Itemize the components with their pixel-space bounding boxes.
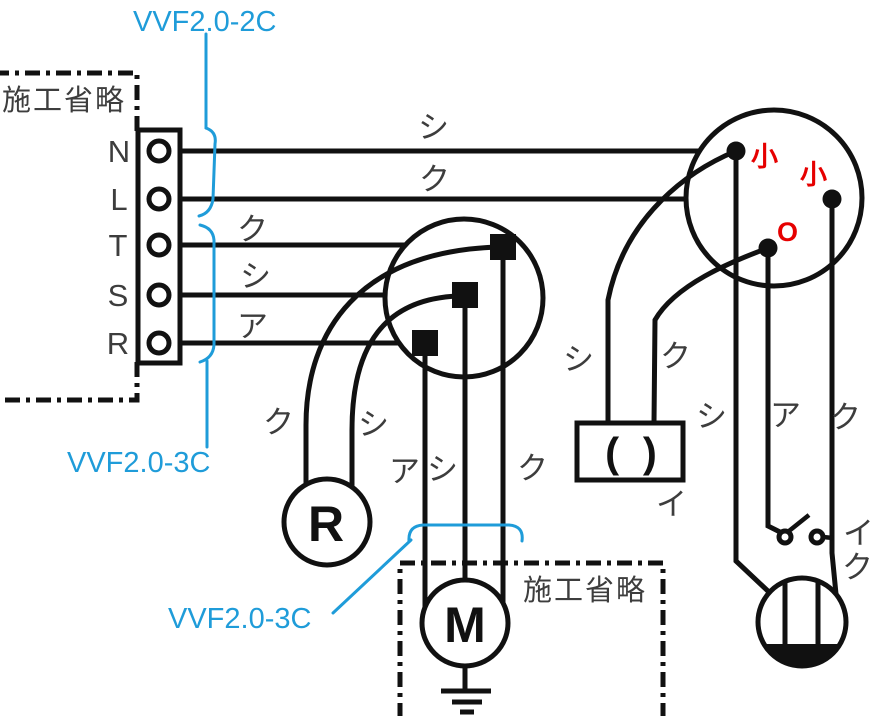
sleeve-mark-switch: O — [777, 217, 798, 247]
ceiling-fixture-base — [763, 644, 841, 666]
mark-switch-red: ア — [770, 398, 801, 433]
square-connector-s — [452, 282, 478, 308]
cable-label-bottom: VVF2.0-3C — [168, 603, 311, 635]
mark-switch-circuit: イ — [843, 516, 874, 551]
terminal-label-l: L — [110, 182, 127, 217]
mark-n-line: シ — [418, 110, 449, 145]
terminal-s — [146, 282, 172, 308]
receptacle-symbol: ( ) — [605, 429, 663, 476]
joint-dot-live — [822, 189, 842, 209]
mark-motor-left: ア — [389, 454, 420, 489]
joint-dot-neutral — [726, 141, 746, 161]
receptacle-white-curve — [605, 148, 737, 423]
switch-red-drop — [765, 253, 782, 535]
mark-ceiling-black: ク — [830, 400, 861, 435]
terminal-label-s: S — [108, 278, 129, 313]
switch-lever — [787, 513, 811, 533]
terminal-label-t: T — [109, 228, 128, 263]
mark-s-line: シ — [240, 259, 271, 294]
motor-omitted-box — [397, 560, 666, 718]
switch-link — [822, 534, 834, 541]
cable-label-top: VVF2.0-2C — [133, 6, 276, 38]
sleeve-mark-live: 小 — [800, 160, 827, 190]
lamp-receptacle — [281, 476, 373, 568]
terminal-n — [146, 138, 172, 164]
mark-motor-right: ク — [517, 451, 548, 486]
source-omitted-box — [0, 70, 140, 403]
mark-recept-left: シ — [563, 342, 594, 377]
mark-recept-right: ク — [660, 339, 691, 374]
terminal-label-n: N — [108, 134, 130, 169]
lamp-black-curve — [303, 244, 498, 484]
mark-lamp-right: シ — [358, 407, 389, 442]
ceiling-black-drop — [829, 204, 839, 595]
motor-cable-leader — [331, 538, 413, 615]
box-label-top-left: 施工省略 — [2, 84, 126, 117]
square-connector-r — [412, 330, 438, 356]
terminal-t — [146, 232, 172, 258]
mark-recept-circuit: イ — [656, 487, 687, 522]
motor-letter: M — [444, 597, 486, 653]
lamp-receptacle-letter: R — [308, 496, 344, 552]
receptacle-black-curve — [651, 245, 769, 424]
lamp-white-curve — [349, 293, 459, 487]
square-connector-t — [490, 234, 516, 260]
motor-cable-marker — [407, 523, 524, 543]
terminal-r — [146, 330, 172, 356]
mark-lamp-left: ク — [263, 405, 294, 440]
cable-label-left: VVF2.0-3C — [67, 447, 210, 479]
terminal-l — [146, 186, 172, 212]
mark-l-line: ク — [419, 162, 450, 197]
cable-2c-marker — [197, 126, 217, 218]
box-label-bottom: 施工省略 — [523, 574, 647, 607]
sleeve-mark-neutral: 小 — [751, 142, 778, 172]
mark-t-line: ク — [237, 212, 268, 247]
switch-contact-right — [808, 528, 826, 546]
cable-3c-marker — [198, 223, 216, 364]
mark-motor-mid: シ — [427, 452, 458, 487]
mark-r-line: ア — [237, 309, 268, 344]
receptacle-outlet — [574, 420, 686, 483]
mark-switch-black: ク — [842, 550, 873, 585]
joint-dot-switch — [758, 238, 778, 258]
switch-contact-left — [776, 528, 794, 546]
ceiling-white-drop — [733, 156, 772, 595]
mark-ceiling-white: シ — [696, 399, 727, 434]
terminal-label-r: R — [107, 326, 129, 361]
